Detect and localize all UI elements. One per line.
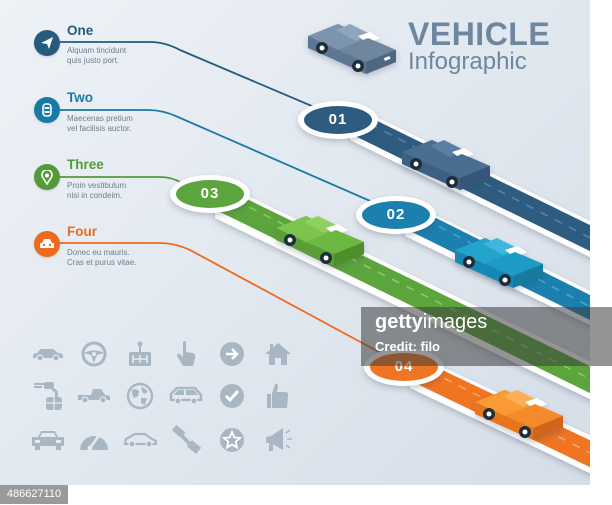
watermark-brand-light: images xyxy=(422,311,488,333)
paper-plane-icon xyxy=(34,30,60,56)
thumbs-up-icon xyxy=(260,380,296,412)
car-front-grid-icon xyxy=(30,424,66,456)
gear-shift-icon xyxy=(122,338,158,370)
step-two-desc-line1: Maecenas pretium xyxy=(67,114,133,123)
pointing-hand-icon xyxy=(168,338,204,370)
car-02-icon xyxy=(455,238,543,288)
connector-line-one xyxy=(60,41,341,119)
step-two-desc-line2: vel facilisis auctor. xyxy=(67,124,132,133)
arrow-right-circle-icon xyxy=(214,338,250,370)
minivan-icon xyxy=(168,380,204,412)
step-one-desc-line2: quis justo port. xyxy=(67,56,120,65)
megaphone-icon xyxy=(260,424,296,456)
title-subtitle: Infographic xyxy=(408,48,527,75)
sedan-icon xyxy=(30,338,66,370)
step-one-desc-line1: Alquam tincidunt xyxy=(67,46,127,55)
seatbelt-icon xyxy=(168,424,204,456)
watermark-brand-bold: getty xyxy=(375,311,423,333)
infographic-canvas: 01 02 03 04 VEHICLE Infographic One Alqu… xyxy=(0,0,590,485)
step-three-desc-line1: Proin vestibulum xyxy=(67,181,127,190)
badge-01-label: 01 xyxy=(328,111,348,128)
title-main: VEHICLE xyxy=(408,16,551,52)
checkmark-circle-icon xyxy=(214,380,250,412)
map-pin-icon xyxy=(34,164,60,190)
step-four-desc-line2: Cras et purus vitae. xyxy=(67,258,137,267)
house-icon xyxy=(260,338,296,370)
getty-watermark: gettyimages Credit: filo xyxy=(361,307,612,366)
badge-03-label: 03 xyxy=(200,185,220,202)
car-03-icon xyxy=(276,216,364,266)
image-id-badge: 486627110 xyxy=(0,485,68,504)
step-one-title: One xyxy=(67,23,94,38)
step-four-title: Four xyxy=(67,224,97,239)
header-car-icon xyxy=(308,24,396,74)
star-circle-icon xyxy=(214,424,250,456)
car-key-icon xyxy=(30,380,66,412)
step-four-desc-line1: Donec eu mauris. xyxy=(67,248,130,257)
watermark-credit: Credit: filo xyxy=(375,339,440,354)
connector-line-four xyxy=(60,242,406,367)
watermark-brand: gettyimages xyxy=(375,311,487,334)
roads-scene xyxy=(60,24,590,474)
badge-02-label: 02 xyxy=(386,206,406,223)
step-two-title: Two xyxy=(67,90,93,105)
speedometer-icon xyxy=(76,424,112,456)
car-top-view-icon xyxy=(34,97,60,123)
connector-line-two xyxy=(60,109,401,215)
badge-01 xyxy=(298,101,378,139)
badge-03 xyxy=(170,175,250,213)
badge-02 xyxy=(356,196,436,234)
step-three-desc-line2: nisi in condeim. xyxy=(67,191,123,200)
globe-icon xyxy=(122,380,158,412)
car-front-icon xyxy=(34,231,60,257)
steering-wheel-icon xyxy=(76,338,112,370)
car-01-icon xyxy=(402,140,490,190)
car-04-icon xyxy=(475,390,563,440)
hatchback-icon xyxy=(122,424,158,456)
step-three-title: Three xyxy=(67,157,104,172)
pickup-truck-icon xyxy=(76,380,112,412)
